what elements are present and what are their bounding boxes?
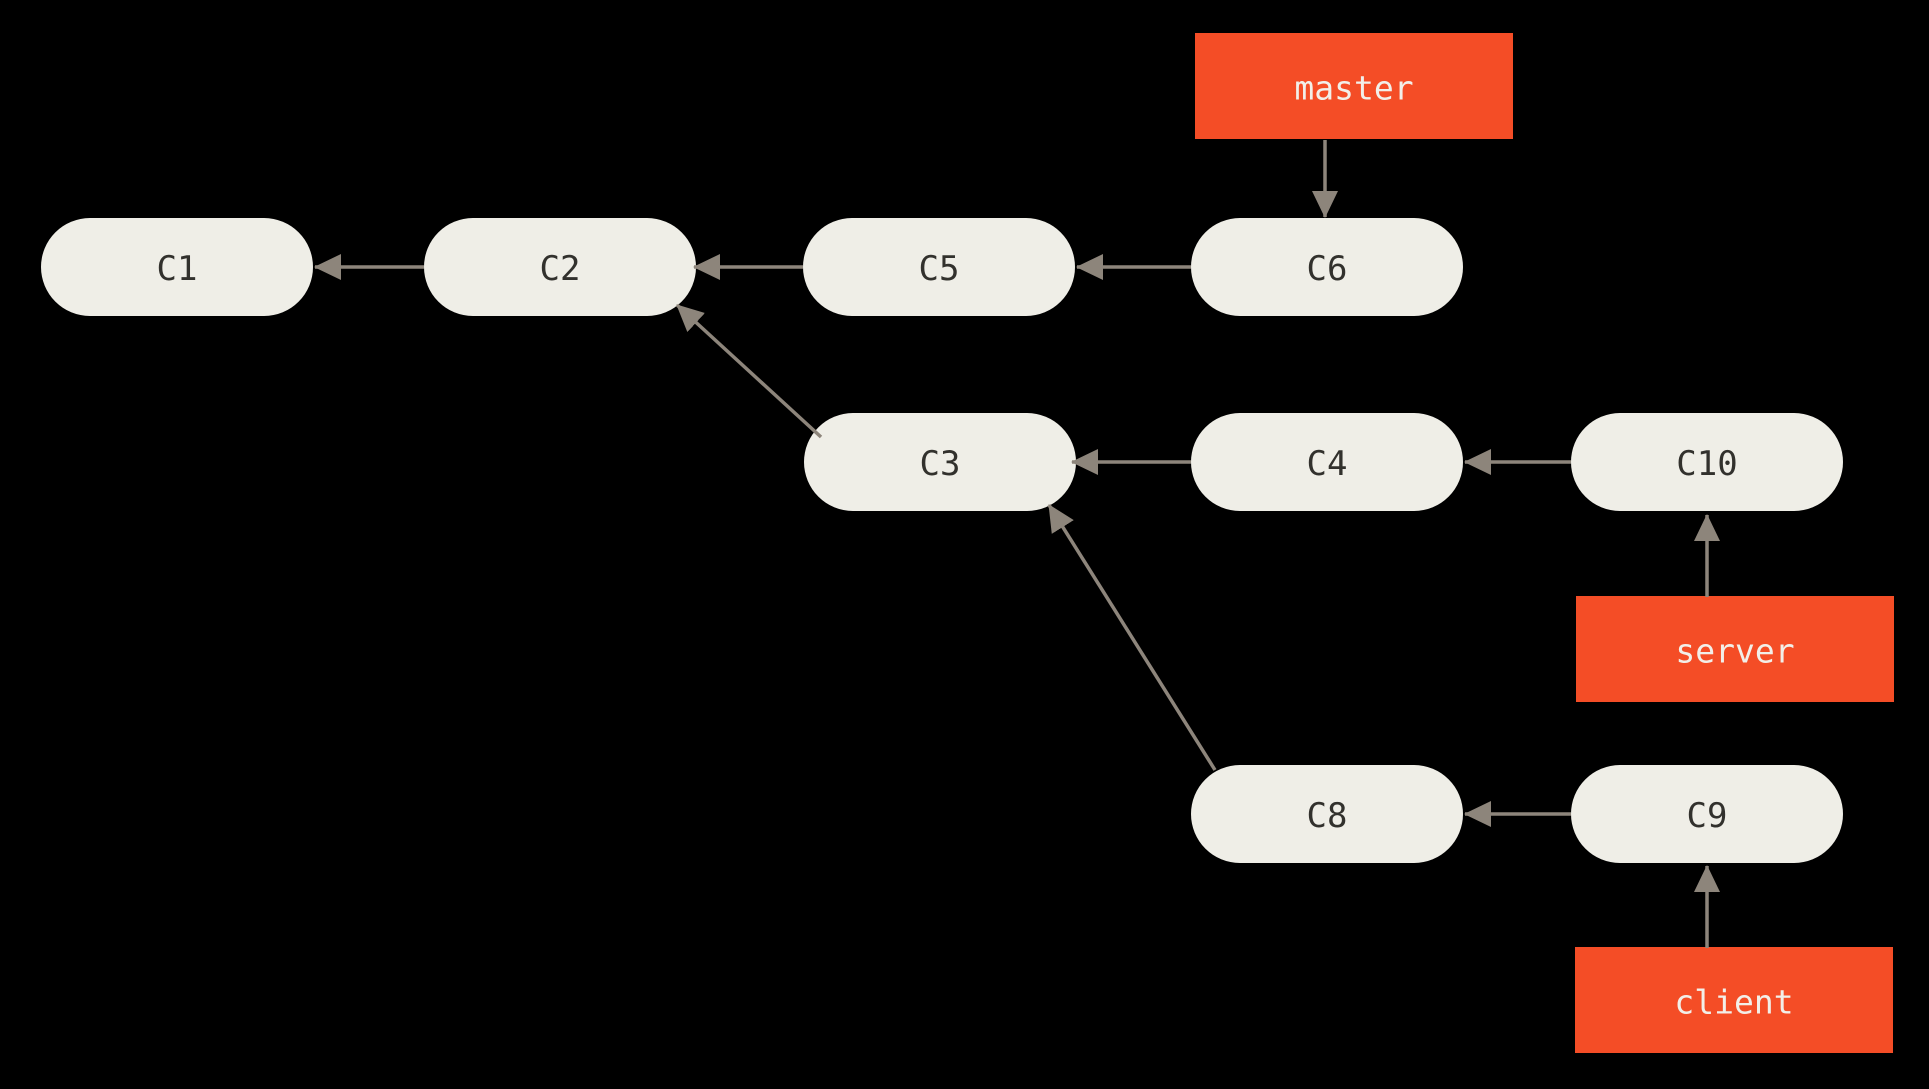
- branch-label-box: [1576, 596, 1894, 702]
- commit-node-C8: C8: [1191, 765, 1463, 863]
- commit-node-pill: [41, 218, 313, 316]
- commit-node-label: C2: [540, 249, 581, 289]
- commit-node-C9: C9: [1571, 765, 1843, 863]
- commit-node-C1: C1: [41, 218, 313, 316]
- commit-node-pill: [803, 218, 1075, 316]
- commit-node-C3: C3: [804, 413, 1076, 511]
- commit-node-pill: [1571, 413, 1843, 511]
- commit-node-label: C4: [1307, 444, 1348, 484]
- commit-node-pill: [1191, 765, 1463, 863]
- commit-node-pill: [1191, 413, 1463, 511]
- commit-node-pill: [1191, 218, 1463, 316]
- commit-node-C6: C6: [1191, 218, 1463, 316]
- commit-node-label: C1: [157, 249, 198, 289]
- edges-layer: [314, 140, 1720, 948]
- branch-label-text: server: [1675, 632, 1794, 671]
- commit-node-C2: C2: [424, 218, 696, 316]
- branch-label-client: client: [1575, 947, 1893, 1053]
- branch-label-box: [1575, 947, 1893, 1053]
- commit-node-label: C5: [919, 249, 960, 289]
- branch-label-text: master: [1294, 69, 1413, 108]
- branch-label-master: master: [1195, 33, 1513, 139]
- branch-labels-layer: master server client: [1195, 33, 1894, 1053]
- branch-label-text: client: [1674, 983, 1793, 1022]
- commit-node-pill: [424, 218, 696, 316]
- commit-node-pill: [1571, 765, 1843, 863]
- commit-node-C5: C5: [803, 218, 1075, 316]
- edge-C3-to-C2: [675, 303, 823, 439]
- edge-C8-to-C3: [1047, 504, 1217, 771]
- commit-node-label: C6: [1307, 249, 1348, 289]
- commit-node-label: C9: [1687, 796, 1728, 836]
- commit-node-C10: C10: [1571, 413, 1843, 511]
- branch-label-box: [1195, 33, 1513, 139]
- branch-label-server: server: [1576, 596, 1894, 702]
- commit-node-pill: [804, 413, 1076, 511]
- commit-node-label: C3: [920, 444, 961, 484]
- commit-node-label: C8: [1307, 796, 1348, 836]
- commit-node-C4: C4: [1191, 413, 1463, 511]
- commit-node-label: C10: [1676, 444, 1737, 484]
